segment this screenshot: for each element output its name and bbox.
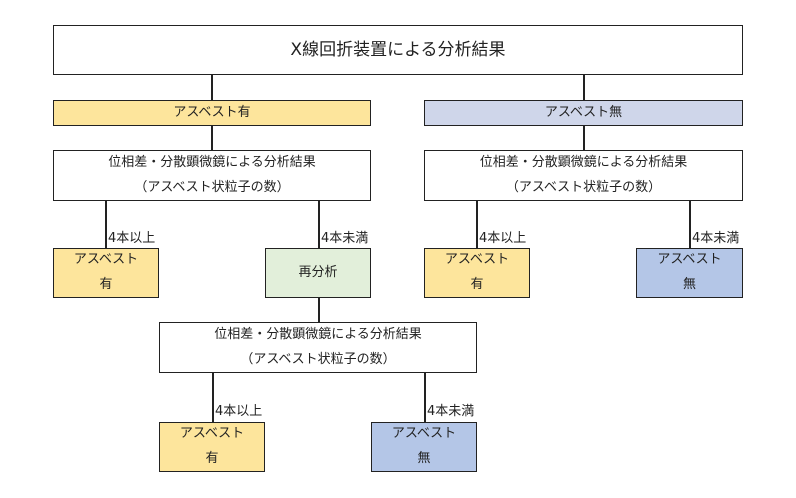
connector-title-right-down <box>583 74 585 100</box>
analysis-box-left-line2: （アスベスト状粒子の数） <box>134 179 290 195</box>
analysis-box-reanalysis: 位相差・分散顕微鏡による分析結果 （アスベスト状粒子の数） <box>159 322 477 373</box>
connector-left-ge4 <box>105 201 107 249</box>
result-right-absent-line2: 無 <box>682 277 696 292</box>
connector-yes-to-analysis <box>211 125 213 150</box>
cond-right-lt4: 4本未満 <box>692 231 740 246</box>
connector-right-lt4 <box>689 201 691 249</box>
connector-left-lt4 <box>318 201 320 249</box>
cond-right-ge4: 4本以上 <box>479 231 527 246</box>
result-bottom-absent-line1: アスベスト <box>391 426 457 442</box>
reanalysis-box: 再分析 <box>265 248 371 298</box>
xrd-result-title-box: X線回折装置による分析結果 <box>53 25 743 75</box>
result-right-present-line2: 有 <box>470 277 484 292</box>
cond-left-lt4: 4本未満 <box>321 231 369 246</box>
analysis-box-right-line2: （アスベスト状粒子の数） <box>505 179 662 195</box>
result-left-present-line1: アスベスト <box>73 252 139 268</box>
analysis-box-right-line1: 位相差・分散顕微鏡による分析結果 <box>479 154 688 170</box>
analysis-box-reanalysis-line2: （アスベスト状粒子の数） <box>240 351 396 367</box>
connector-no-to-analysis <box>583 125 585 150</box>
result-bottom-absent-line2: 無 <box>417 451 431 466</box>
result-right-absent-line1: アスベスト <box>657 252 722 268</box>
connector-bottom-ge4 <box>212 373 214 422</box>
connector-bottom-lt4 <box>424 373 426 422</box>
result-right-absent: アスベスト 無 <box>636 248 743 298</box>
reanalysis-label: 再分析 <box>298 264 338 280</box>
connector-title-left-down <box>211 74 213 100</box>
result-right-present-line1: アスベスト <box>444 252 510 268</box>
branch-asbestos-absent-label: アスベスト無 <box>544 105 623 121</box>
connector-reanalysis-down <box>318 298 320 322</box>
cond-bottom-lt4: 4本未満 <box>427 404 475 419</box>
branch-asbestos-present-label: アスベスト有 <box>173 105 251 121</box>
connector-right-ge4 <box>476 201 478 249</box>
xrd-result-title: X線回折装置による分析結果 <box>290 39 506 60</box>
result-left-present-line2: 有 <box>99 277 113 292</box>
result-right-present: アスベスト 有 <box>424 248 530 298</box>
result-left-present: アスベスト 有 <box>53 248 159 298</box>
cond-left-ge4: 4本以上 <box>108 231 156 246</box>
analysis-box-left-line1: 位相差・分散顕微鏡による分析結果 <box>108 154 316 170</box>
branch-asbestos-absent: アスベスト無 <box>424 100 743 126</box>
cond-bottom-ge4: 4本以上 <box>215 404 263 419</box>
result-bottom-present: アスベスト 有 <box>159 422 265 472</box>
result-bottom-present-line2: 有 <box>205 451 219 466</box>
result-bottom-absent: アスベスト 無 <box>371 422 477 472</box>
analysis-box-right: 位相差・分散顕微鏡による分析結果 （アスベスト状粒子の数） <box>424 150 743 201</box>
branch-asbestos-present: アスベスト有 <box>53 100 371 126</box>
result-bottom-present-line1: アスベスト <box>179 426 245 442</box>
analysis-box-left: 位相差・分散顕微鏡による分析結果 （アスベスト状粒子の数） <box>53 150 371 201</box>
analysis-box-reanalysis-line1: 位相差・分散顕微鏡による分析結果 <box>214 326 422 342</box>
